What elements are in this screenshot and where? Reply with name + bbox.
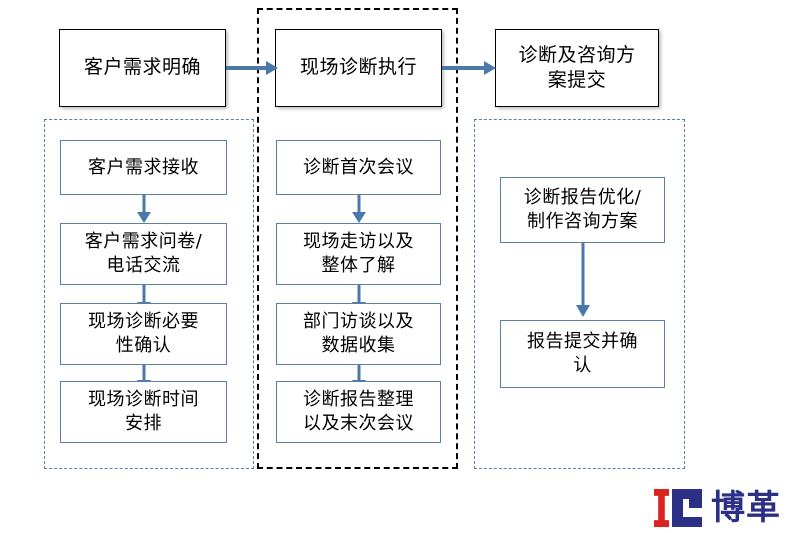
step-box-c2-s3[interactable]: 部门访谈以及 数据收集 <box>276 303 441 365</box>
step-box-c1-s4[interactable]: 现场诊断时间 安排 <box>60 381 227 443</box>
logo-g-arm-icon <box>689 499 702 508</box>
top-box-1[interactable]: 客户需求明确 <box>59 29 226 107</box>
arrow-c3-s1-to-s2 <box>575 243 591 317</box>
logo-text: 博革 <box>711 488 781 528</box>
logo-letter-g-icon <box>672 489 702 527</box>
group-container-column-2 <box>257 8 458 469</box>
step-box-c3-s2[interactable]: 报告提交并确 认 <box>500 320 665 388</box>
step-box-c2-s2[interactable]: 现场走访以及 整体了解 <box>276 223 441 285</box>
group-container-column-1 <box>44 119 254 469</box>
step-box-c1-s1[interactable]: 客户需求接收 <box>60 140 227 195</box>
arrow-c2-s1-to-s2 <box>351 195 367 223</box>
logo-g-notch-icon <box>689 510 702 517</box>
step-box-c1-s2[interactable]: 客户需求问卷/ 电话交流 <box>60 223 227 285</box>
step-box-c2-s4[interactable]: 诊断报告整理 以及末次会议 <box>276 381 441 443</box>
logo-letter-b-icon <box>654 489 669 527</box>
group-container-column-3 <box>474 119 685 469</box>
step-box-c2-s1[interactable]: 诊断首次会议 <box>276 140 441 195</box>
arrow-top-2-to-3 <box>442 60 496 76</box>
step-box-c3-s1[interactable]: 诊断报告优化/ 制作咨询方案 <box>500 177 665 243</box>
arrow-top-1-to-2 <box>226 60 278 76</box>
brand-logo: 博革 <box>648 489 781 527</box>
top-box-3[interactable]: 诊断及咨询方 案提交 <box>495 29 659 107</box>
top-box-2[interactable]: 现场诊断执行 <box>275 29 442 107</box>
step-box-c1-s3[interactable]: 现场诊断必要 性确认 <box>60 303 227 365</box>
logo-mark-icon <box>648 489 704 527</box>
arrow-c1-s1-to-s2 <box>136 195 152 223</box>
